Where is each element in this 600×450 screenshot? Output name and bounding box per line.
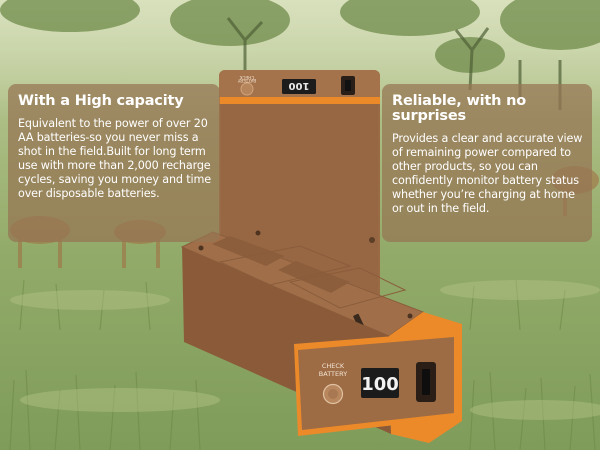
capacity-description: Equivalent to the power of over 20 AA ba… (18, 117, 211, 200)
back-battery-level-display (282, 79, 316, 94)
front-check-label-2: BATTERY (319, 370, 347, 378)
check-battery-button-icon (240, 82, 254, 96)
front-battery-level-display (361, 368, 399, 398)
battery-front-unit: CHECK BATTERY 100 (180, 230, 462, 443)
capacity-title: With a High capacity (18, 93, 184, 109)
feature-panel-reliability: Reliable, with no surprises Provides a c… (382, 84, 592, 242)
back-check-label-1: CHECK (240, 75, 255, 80)
front-check-label-1: CHECK (322, 362, 345, 370)
reliability-description: Provides a clear and accurate view of re… (392, 132, 583, 215)
front-display-value: 100 (361, 374, 399, 395)
reliability-title: Reliable, with no surprises (392, 93, 527, 124)
feature-panel-capacity: With a High capacity Equivalent to the p… (8, 84, 220, 242)
back-display-value: 100 (289, 80, 310, 91)
back-check-label-2: BATTERY (237, 78, 256, 83)
